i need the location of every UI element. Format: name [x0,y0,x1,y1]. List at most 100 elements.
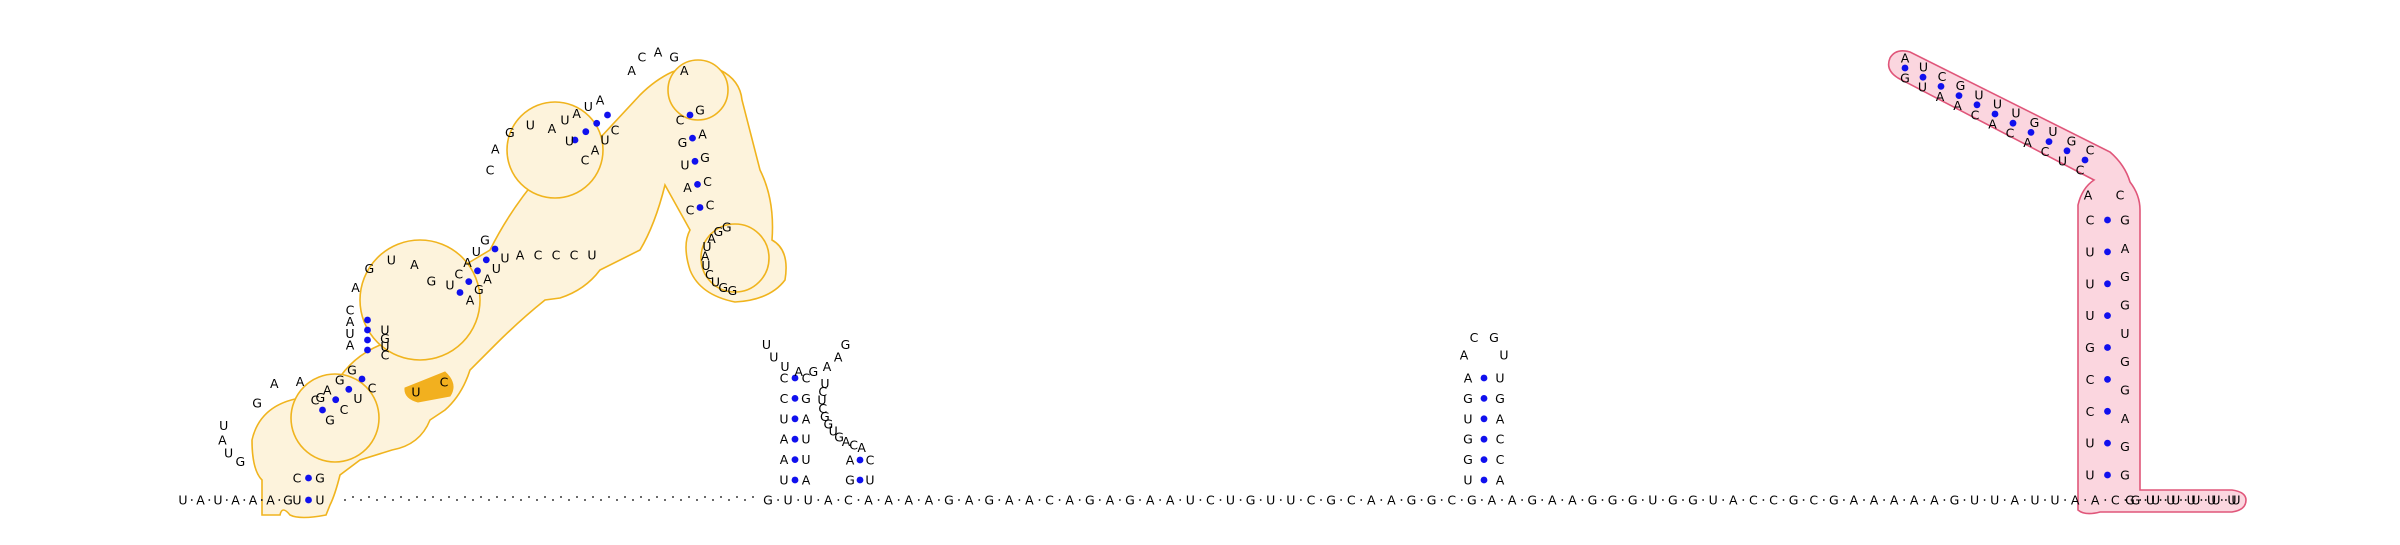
helix4-stem-pair [2104,407,2111,415]
backbone-main: A [884,493,893,508]
helix1-loop6: G [722,220,732,235]
backbone-separator [1802,499,1805,501]
helix1-loop5-highlight [700,223,770,293]
helix4-stem-strand-a: U [2085,468,2094,483]
helix2-stem2-pair [856,476,864,484]
helix1-stem6-strand-a: G [700,150,710,165]
backbone-separator [777,499,779,501]
backbone-main: G [1427,493,1437,508]
backbone-separator [2204,499,2207,501]
helix1-loop4: U [526,118,535,133]
backbone-main: C [1749,493,1758,508]
backbone-gap-dot [616,499,618,501]
helix4-arm-pair [2009,119,2017,127]
backbone-main: A [1548,493,1557,508]
helix1-stem4-strand-a: U [445,278,454,293]
helix1-loop5: A [654,45,663,60]
backbone-main: A [1025,493,1034,508]
backbone-separator [1923,499,1926,501]
helix1-loop6: A [701,249,710,264]
helix2-stem-strand-a: A [780,452,789,467]
helix1-loop6: G [713,224,723,239]
helix1-loop6: A [707,231,716,246]
helix4-arm-pair [1901,64,1909,72]
backbone-separator [1018,499,1021,501]
helix4-arm-strand-a: U [2048,124,2057,139]
helix4-arm-strand-b: C [2041,144,2050,159]
helix1-loop6: U [701,258,710,273]
helix1-stem2-pair [345,385,353,393]
backbone-main: C [1347,493,1356,508]
backbone-gap-dot [352,496,354,498]
helix4-arm-pair [1937,83,1945,90]
helix1-stem2-strand-a: A [323,383,332,398]
helix4-arm-strand-b: C [2006,126,2015,141]
helix1-stem4-pair [474,267,481,275]
helix1-stem6-pair [696,204,704,211]
backbone-main: A [2011,493,2020,508]
backbone-separator [2159,499,2162,501]
helix1-stem3-strand-b: G [380,331,390,346]
backbone-main: G [984,493,994,508]
helix1-loop6: C [705,267,714,282]
helix2-loop: U [762,337,771,352]
backbone-main: A [864,493,873,508]
helix2-loop: A [834,350,843,365]
helix4-arm-pair [1991,110,1999,118]
backbone-separator [998,499,1001,501]
helix4-stem-strand-b: A [2121,411,2130,426]
helix4-stem-strand-b: G [2120,383,2130,398]
helix2-stem-strand-a: A [780,432,789,447]
helix4-stem-strand-a: U [2085,244,2094,259]
helix4-arm-pair [2045,138,2053,146]
backbone-separator [1742,499,1745,501]
helix4-stem-strand-a: C [2086,404,2095,419]
helix1-stem3-pair [364,336,371,344]
backbone-main: A [965,493,974,508]
backbone-main: A [2091,493,2100,508]
backbone-gap-dot [368,496,370,498]
backbone-separator [897,499,900,501]
backbone-gap-dot [720,496,722,498]
helix1-stem3-strand-a: A [346,314,355,329]
backbone-separator [1722,499,1725,501]
backbone-separator [1963,499,1966,501]
helix2-loop2: A [842,434,851,449]
helix2-stem2-strand-a: A [846,453,855,468]
helix1-stem4-strand-b: U [500,251,509,266]
helix4-arm-pair [2081,156,2089,164]
backbone-main: U [1186,493,1195,508]
helix1-stem2-strand-b: C [340,402,349,417]
backbone-separator [2064,499,2067,501]
helix1-loop6: G [718,280,728,295]
backbone-separator [917,499,920,501]
helix2-loop: G [841,337,851,352]
helix2-loop2: C [818,384,827,399]
backbone-separator [1822,499,1825,501]
backbone-separator [1460,499,1463,501]
helix1-loop3: G [427,274,437,289]
backbone-main: G [1688,493,1698,508]
helix1-stem4-pair [491,245,499,253]
helix1-stem6-strand-b: C [686,203,695,218]
helix1-stem2-pair [319,406,326,414]
helix1-loop4: G [505,125,515,140]
helix3-stem-pair [1480,415,1488,423]
backbone-main: C [1307,493,1316,508]
helix1-stem5-strand-a: A [572,106,581,121]
helix4-stem-strand-b: G [2120,439,2130,454]
backbone-main: U [1990,493,1999,508]
backbone-gap-dot [408,499,410,501]
backbone-separator [1863,499,1865,501]
backbone-separator [1943,499,1946,501]
helix4-arm-strand-b: C [2076,163,2085,178]
helix2-loop: U [769,350,778,365]
backbone-gap-dot [544,496,546,498]
backbone-gap-dot [536,499,538,501]
helix4-stem-pair [2104,280,2111,288]
helix1-inner-strand: C [534,248,543,263]
backbone-main: G [1125,493,1135,508]
helix4-arm-strand-b: A [1988,117,1997,132]
helix2-stem-strand-a: C [780,391,789,406]
helix3-stem-strand-a: U [1463,411,1472,426]
